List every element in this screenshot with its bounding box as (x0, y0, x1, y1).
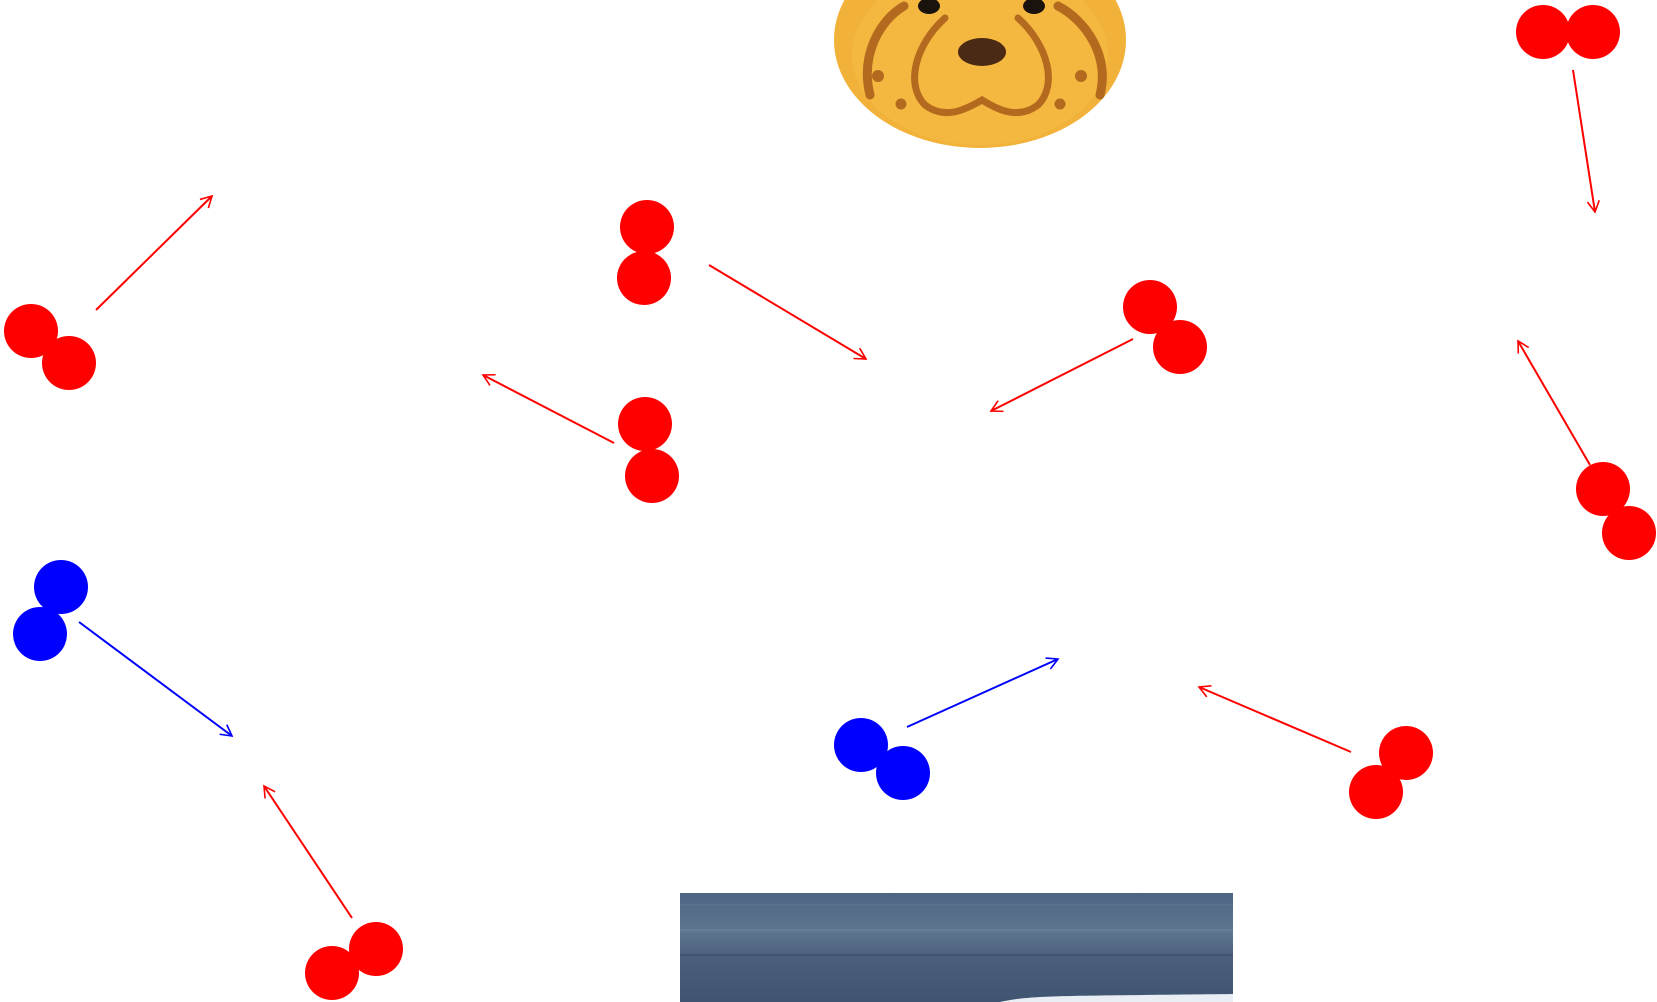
molecule (617, 200, 866, 359)
atom (349, 922, 403, 976)
atom (620, 200, 674, 254)
velocity-arrow (991, 339, 1133, 411)
molecule (991, 280, 1207, 411)
atom (1602, 506, 1656, 560)
molecule (1518, 341, 1656, 560)
molecule (4, 196, 212, 390)
molecule (1516, 5, 1620, 212)
atom (625, 449, 679, 503)
molecule (264, 786, 403, 1000)
velocity-arrow (483, 375, 614, 443)
atom (1349, 765, 1403, 819)
velocity-arrow (264, 786, 352, 918)
atom (618, 397, 672, 451)
dog-face-icon (834, 0, 1126, 148)
atom (617, 251, 671, 305)
dark-blue-panel-icon (680, 893, 1233, 1002)
molecule (13, 560, 232, 736)
atom (1153, 320, 1207, 374)
atom (1516, 5, 1570, 59)
atom (34, 560, 88, 614)
atom (876, 746, 930, 800)
atom (42, 336, 96, 390)
velocity-arrow (709, 265, 866, 359)
velocity-arrow (1518, 341, 1590, 465)
velocity-arrow (79, 622, 232, 736)
molecule (1199, 687, 1433, 819)
molecule (834, 659, 1058, 800)
molecule (483, 375, 679, 503)
atom (1566, 5, 1620, 59)
atom (13, 607, 67, 661)
velocity-arrow (907, 659, 1058, 727)
velocity-arrow (1573, 70, 1595, 212)
velocity-arrow (1199, 687, 1351, 752)
velocity-arrow (96, 196, 212, 310)
